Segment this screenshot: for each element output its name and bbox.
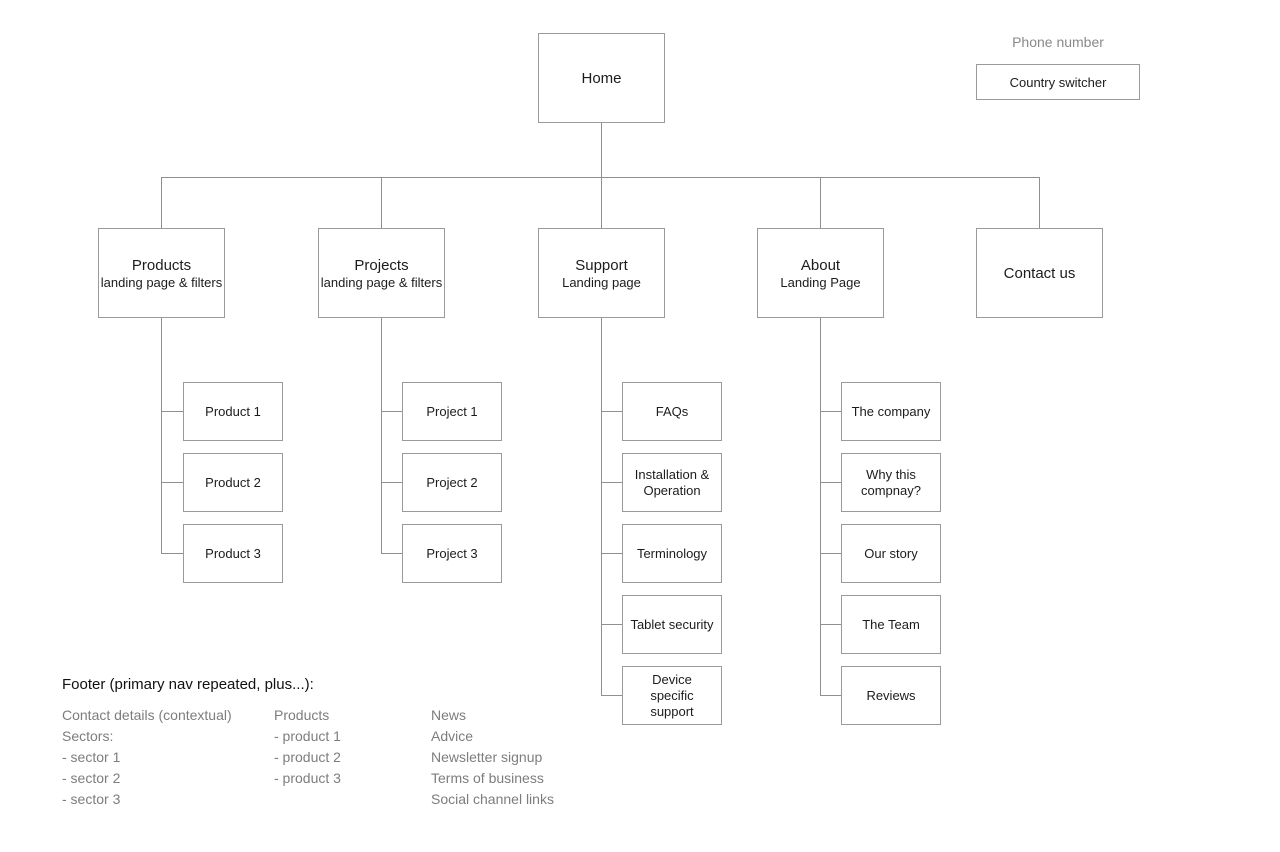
node-support-subtitle: Landing page [562,274,641,290]
footer-line: Sectors: [62,728,114,744]
node-label: Reviews [866,687,916,703]
connector-stub [820,624,841,625]
node-label: Product 1 [205,403,261,419]
footer-line: Social channel links [431,791,554,807]
node-project-2: Project 2 [402,453,502,512]
connector-trunk-support [601,318,602,695]
phone-number-label: Phone number [1012,34,1104,50]
node-tablet-security: Tablet security [622,595,722,654]
connector-stub [601,482,622,483]
connector-home-drop [601,123,602,177]
connector-drop-support [601,177,602,228]
node-label: FAQs [655,403,689,419]
node-product-3: Product 3 [183,524,283,583]
footer-line: Contact details (contextual) [62,707,232,723]
connector-drop-products [161,177,162,228]
node-reviews: Reviews [841,666,941,725]
node-about-title: About [800,256,841,274]
footer-column-contact: Contact details (contextual) Sectors: - … [62,705,232,810]
node-products: Products landing page & filters [98,228,225,318]
node-product-2: Product 2 [183,453,283,512]
node-projects: Projects landing page & filters [318,228,445,318]
node-why-this-company: Why this compnay? [841,453,941,512]
connector-stub [381,553,402,554]
connector-stub [161,411,183,412]
node-label: Our story [864,545,918,561]
connector-trunk-about [820,318,821,695]
connector-stub [820,482,841,483]
connector-drop-contact [1039,177,1040,228]
footer-line: - sector 2 [62,770,121,786]
footer-line: Terms of business [431,770,544,786]
node-label: The Team [862,616,920,632]
node-product-1: Product 1 [183,382,283,441]
node-contact-us: Contact us [976,228,1103,318]
footer-line: - product 2 [274,749,341,765]
node-label: Tablet security [630,616,714,632]
node-projects-title: Projects [354,256,409,274]
connector-stub [601,411,622,412]
footer-line: - sector 1 [62,749,121,765]
country-switcher-label: Country switcher [1009,74,1107,90]
node-about: About Landing Page [757,228,884,318]
connector-stub [161,553,183,554]
footer-line: News [431,707,467,723]
footer-column-misc: News Advice Newsletter signup Terms of b… [431,705,554,810]
node-label: Project 1 [426,403,478,419]
connector-stub [161,482,183,483]
node-home: Home [538,33,665,123]
node-home-label: Home [581,69,622,87]
footer-heading: Footer (primary nav repeated, plus...): [62,676,314,693]
node-label: Project 3 [426,545,478,561]
connector-stub [601,553,622,554]
node-installation-operation: Installation & Operation [622,453,722,512]
connector-main-horizontal [161,177,1039,178]
connector-trunk-projects [381,318,382,553]
connector-drop-projects [381,177,382,228]
footer-line: - product 1 [274,728,341,744]
node-contact-us-title: Contact us [1003,264,1076,282]
footer-line: Advice [431,728,474,744]
node-faqs: FAQs [622,382,722,441]
node-about-subtitle: Landing Page [780,274,861,290]
connector-stub [820,411,841,412]
node-device-specific-support: Device specific support [622,666,722,725]
node-label: Product 3 [205,545,261,561]
node-label: The company [851,403,931,419]
footer-line: Products [274,707,330,723]
node-label: Terminology [636,545,708,561]
connector-stub [381,482,402,483]
node-terminology: Terminology [622,524,722,583]
node-label: Project 2 [426,474,478,490]
connector-stub [820,695,841,696]
connector-stub [820,553,841,554]
node-label: Device specific support [650,671,694,719]
node-label: Why this compnay? [861,466,921,498]
footer-line: Newsletter signup [431,749,543,765]
connector-trunk-products [161,318,162,553]
connector-stub [601,624,622,625]
footer-line: - product 3 [274,770,341,786]
footer-column-products: Products - product 1 - product 2 - produ… [274,705,341,789]
node-projects-subtitle: landing page & filters [320,274,443,290]
node-our-story: Our story [841,524,941,583]
connector-stub [601,695,622,696]
node-label: Installation & Operation [634,466,710,498]
connector-stub [381,411,402,412]
node-project-1: Project 1 [402,382,502,441]
node-products-subtitle: landing page & filters [100,274,223,290]
node-project-3: Project 3 [402,524,502,583]
node-the-company: The company [841,382,941,441]
node-label: Product 2 [205,474,261,490]
node-the-team: The Team [841,595,941,654]
country-switcher-box: Country switcher [976,64,1140,100]
footer-line: - sector 3 [62,791,121,807]
node-support: Support Landing page [538,228,665,318]
node-products-title: Products [131,256,192,274]
node-support-title: Support [575,256,628,274]
connector-drop-about [820,177,821,228]
